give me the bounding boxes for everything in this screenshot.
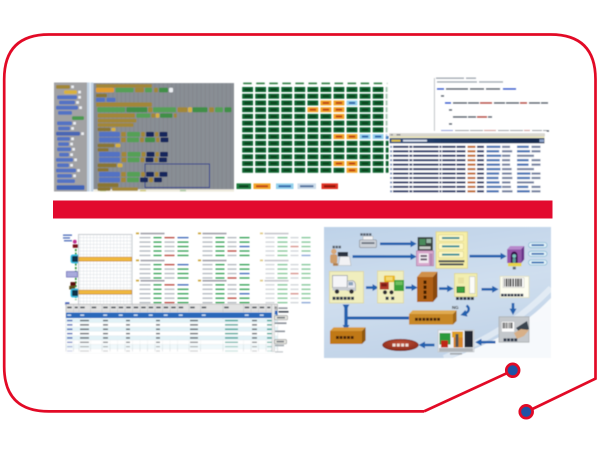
svg-text:NG: NG	[452, 305, 459, 310]
